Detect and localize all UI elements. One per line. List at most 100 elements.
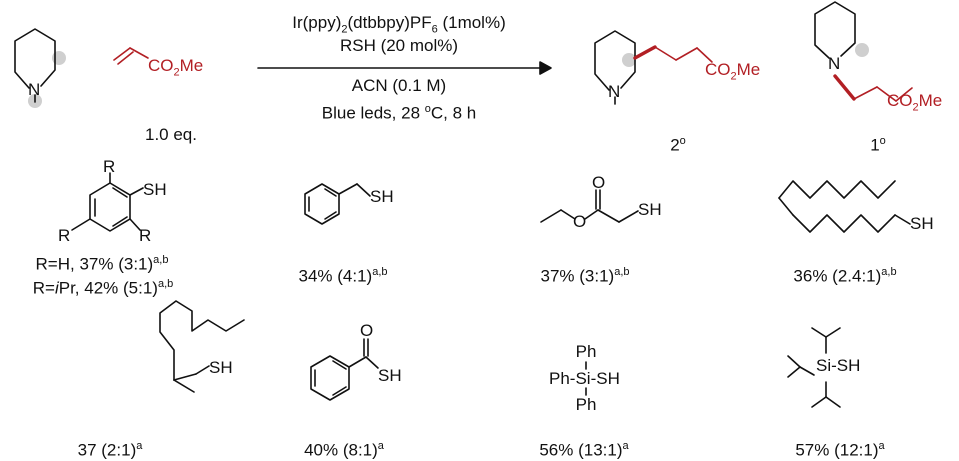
aryl-result-ipr-sup: a,b — [157, 278, 174, 290]
product2-co: CO — [705, 60, 731, 79]
aryl-r-top: R — [103, 157, 116, 176]
glycolate-result-text: 37% (3:1) — [540, 266, 615, 286]
benzyl-result: 34% (4:1)a,b — [299, 262, 388, 287]
tert-dodecyl-sh: SH — [209, 358, 233, 377]
condition-light-temp-time: Blue leds, 28 oC, 8 h — [322, 99, 477, 124]
atom-label-n: N — [28, 80, 41, 99]
tert-dodecyl-thiol-structure — [159, 300, 245, 393]
catalyst-sub-b: 6 — [431, 23, 438, 36]
benzyl-result-text: 34% (4:1) — [298, 266, 373, 286]
product1-co: CO — [887, 91, 913, 110]
silane-ph-left-text: Ph — [549, 369, 570, 388]
tips-result-text: 57% (12:1) — [795, 440, 879, 460]
aryl-result-ipr-text: Pr, 42% (5:1) — [58, 278, 158, 298]
product2-co-sub: 2 — [730, 70, 737, 83]
silane-ph-left: Ph-Si-SH — [549, 369, 620, 388]
aryl-result-ipr: R=iPr, 42% (5:1)a,b — [33, 274, 174, 299]
triphenylsilane-result-sup: a — [622, 440, 629, 452]
tips-si-sh: Si-SH — [816, 356, 861, 375]
product2-number: 2 — [670, 135, 680, 155]
triphenylsilane-result: 56% (13:1)a — [539, 436, 628, 461]
acrylate-label: CO2Me — [148, 56, 203, 82]
light-temp-part-b: C, 8 h — [430, 103, 477, 123]
aryl-result-h-sup: a,b — [153, 254, 169, 266]
carbonyl-o: O — [592, 173, 606, 192]
thiobenzoic-result: 40% (8:1)a — [304, 436, 384, 461]
equiv-label: 1.0 eq. — [145, 125, 197, 144]
aryl-result-ipr-pre: R= — [32, 278, 55, 298]
glycolate-sh: SH — [638, 200, 662, 219]
ester-o: O — [573, 212, 587, 231]
product2-me: Me — [736, 60, 761, 79]
tips-si: Si — [816, 356, 832, 375]
thiobenzoic-o: O — [360, 321, 374, 340]
secondary-product-structure — [594, 30, 713, 105]
thiobenzoic-sh: SH — [378, 366, 402, 385]
thiobenzoic-acid-structure — [310, 338, 379, 401]
triphenylsilane-result-text: 56% (13:1) — [539, 440, 623, 460]
aryl-r-left: R — [58, 226, 71, 245]
acrylate-co: CO — [148, 56, 174, 75]
thiobenzoic-result-sup: a — [377, 440, 384, 452]
alpha-dot — [52, 51, 66, 65]
product2-ester-label: CO2Me — [705, 60, 760, 86]
aryl-thiol-structure — [71, 172, 144, 232]
benzyl-sh: SH — [370, 187, 394, 206]
reaction-arrow — [257, 61, 552, 75]
aryl-result-h-text: R=H, 37% (3:1) — [35, 254, 154, 274]
dodecane-result-sup: a,b — [881, 266, 897, 278]
ethyl-thioglycolate-structure — [540, 189, 639, 223]
aryl-sh: SH — [143, 180, 167, 199]
product2-sup: o — [679, 135, 686, 147]
aryl-r-right: R — [139, 226, 152, 245]
silane-si: Si — [575, 369, 591, 388]
silane-ph-bottom: Ph — [575, 395, 597, 414]
acrylate-co-sub: 2 — [173, 66, 180, 79]
condition-solvent: ACN (0.1 M) — [351, 76, 447, 95]
catalyst-loading: (1mol%) — [437, 13, 506, 32]
glycolate-result-sup: a,b — [614, 266, 630, 278]
product2-label: 2o — [670, 131, 686, 156]
benzyl-thiol-structure — [304, 183, 371, 225]
product1-label: 1o — [870, 131, 886, 156]
primary-product-structure — [814, 1, 913, 102]
product2-dot — [622, 53, 636, 67]
condition-thiol: RSH (20 mol%) — [339, 36, 459, 55]
aryl-result-ipr-italic: i — [54, 278, 59, 298]
product1-number: 1 — [870, 135, 880, 155]
methyl-acrylate — [113, 47, 149, 65]
condition-catalyst: Ir(ppy)2(dtbbpy)PF6 (1mol%) — [292, 13, 505, 39]
n-methylpiperidine — [14, 28, 56, 103]
tips-sh: SH — [836, 356, 861, 375]
thiobenzoic-result-text: 40% (8:1) — [304, 440, 378, 460]
light-temp-part-a: Blue leds, 28 — [321, 103, 425, 123]
product1-sup: o — [879, 135, 886, 147]
product1-me: Me — [918, 91, 943, 110]
dodecane-result-text: 36% (2.4:1) — [793, 266, 882, 286]
catalyst-part-a: Ir(ppy) — [292, 13, 342, 32]
aryl-result-h: R=H, 37% (3:1)a,b — [36, 250, 169, 275]
tert-dodecyl-result-text: 37 (2:1) — [77, 440, 137, 460]
triisopropylsilanethiol-structure — [787, 327, 841, 408]
degree-sup: o — [424, 103, 431, 115]
acrylate-me: Me — [179, 56, 204, 75]
tips-result-sup: a — [878, 440, 885, 452]
catalyst-part-b: (dtbbpy)PF — [347, 13, 432, 32]
dodecane-sh: SH — [910, 214, 934, 233]
tert-dodecyl-result: 37 (2:1)a — [78, 436, 143, 461]
product1-ester-label: CO2Me — [887, 91, 942, 117]
silane-sh: SH — [596, 369, 620, 388]
benzyl-result-sup: a,b — [372, 266, 388, 278]
catalyst-sub-a: 2 — [341, 23, 348, 36]
dodecane-result: 36% (2.4:1)a,b — [793, 262, 896, 287]
product1-co-sub: 2 — [912, 101, 919, 114]
tert-dodecyl-result-sup: a — [136, 440, 143, 452]
glycolate-result: 37% (3:1)a,b — [541, 262, 630, 287]
product2-atom-n: N — [608, 82, 621, 101]
dodecanethiol-structure — [778, 180, 911, 233]
tips-result: 57% (12:1)a — [795, 436, 884, 461]
product1-atom-n: N — [828, 54, 841, 73]
silane-ph-top: Ph — [575, 342, 597, 361]
